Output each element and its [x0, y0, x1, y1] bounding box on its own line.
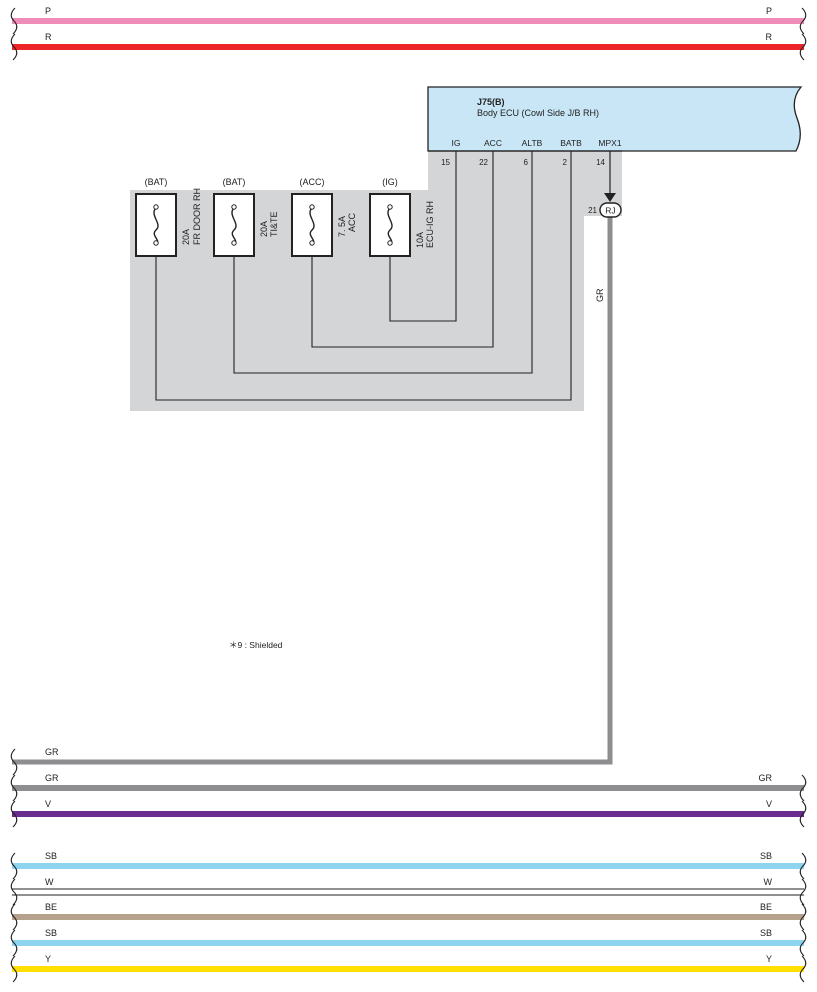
fuse-acc: (ACC) 7. 5A ACC — [291, 177, 357, 257]
wire-label-left: SB — [45, 851, 57, 861]
wire-sb1: SB SB — [10, 851, 807, 880]
wire-label-right: SB — [760, 928, 772, 938]
wire-label-left: SB — [45, 928, 57, 938]
internal-wires — [155, 151, 572, 401]
ecu-code: J75(B) — [477, 97, 505, 107]
ecu-name: Body ECU (Cowl Side J/B RH) — [477, 108, 599, 118]
wire-label-left: GR — [45, 773, 59, 783]
connector-rj: RJ 21 — [588, 202, 622, 218]
gr-wire-label: GR — [595, 288, 605, 302]
wire-label-right: P — [766, 6, 772, 16]
pin-num-ig: 15 — [441, 158, 450, 167]
pin-num-acc: 22 — [479, 158, 488, 167]
wire-gr1: GR — [10, 747, 59, 776]
fuse-fr-door-rh: (BAT) 20A FR DOOR RH — [135, 177, 202, 257]
fuse-name: ACC — [347, 212, 357, 232]
shielded-note: ＊9 : Shielded — [229, 640, 283, 650]
fuse-source: (IG) — [382, 177, 398, 187]
gr-wire-path — [12, 214, 613, 765]
wire-label-right: W — [764, 877, 773, 887]
pin-label-altb: ALTB — [522, 138, 543, 148]
wire-label-left: W — [45, 877, 54, 887]
pin-label-mpx1: MPX1 — [598, 138, 621, 148]
fuse-rating: 7. 5A — [337, 216, 347, 237]
wire-label-right: V — [766, 799, 772, 809]
wire-fr-door-to-batb — [155, 151, 572, 401]
fuse-rating: 20A — [181, 229, 191, 245]
fuse-name: TI&TE — [269, 211, 279, 237]
wire-be: BE BE — [10, 902, 807, 931]
wire-sb2: SB SB — [10, 928, 807, 957]
fuse-source: (ACC) — [300, 177, 325, 187]
wire-tite-to-altb — [233, 151, 533, 374]
fuse-rating: 10A — [415, 232, 425, 248]
fuse-ecu-ig-rh: (IG) 10A ECU-IG RH — [369, 177, 435, 257]
junction-block-area — [130, 150, 622, 411]
connector-pin: 21 — [588, 206, 597, 215]
wire-label-left: P — [45, 6, 51, 16]
mpx1-line — [604, 151, 616, 202]
fuse-name: FR DOOR RH — [192, 188, 202, 245]
wire-label-left: BE — [45, 902, 57, 912]
connector-code: RJ — [605, 206, 615, 216]
wire-label-left: V — [45, 799, 51, 809]
wire-label-left: GR — [45, 747, 59, 757]
fuse-rating: 20A — [259, 221, 269, 237]
wire-label-left: Y — [45, 954, 51, 964]
wire-acc-to-acc — [311, 151, 494, 348]
pin-label-ig: IG — [452, 138, 461, 148]
pin-num-batb: 2 — [563, 158, 568, 167]
pin-num-altb: 6 — [524, 158, 529, 167]
body-ecu: J75(B) Body ECU (Cowl Side J/B RH) — [427, 86, 803, 152]
pin-num-mpx1: 14 — [596, 158, 605, 167]
fuse-source: (BAT) — [223, 177, 246, 187]
wire-label-right: GR — [759, 773, 773, 783]
fuse-source: (BAT) — [145, 177, 168, 187]
ecu-pins: IG ACC ALTB BATB MPX1 15 22 6 2 14 — [441, 138, 622, 167]
wire-label-right: Y — [766, 954, 772, 964]
pin-label-acc: ACC — [484, 138, 502, 148]
fuse-tite: (BAT) 20A TI&TE — [213, 177, 279, 257]
wire-label-right: SB — [760, 851, 772, 861]
wire-gr2: GR GR — [10, 773, 807, 802]
arrow-down-icon — [604, 193, 616, 202]
wire-label-right: BE — [760, 902, 772, 912]
wire-label-right: R — [766, 32, 773, 42]
ecu-outline — [427, 86, 803, 152]
gr-vertical-wire: GR — [12, 214, 613, 765]
fuse-name: ECU-IG RH — [425, 201, 435, 248]
wire-label-left: R — [45, 32, 52, 42]
pin-label-batb: BATB — [560, 138, 582, 148]
wire-ecuig-to-ig — [389, 151, 457, 322]
